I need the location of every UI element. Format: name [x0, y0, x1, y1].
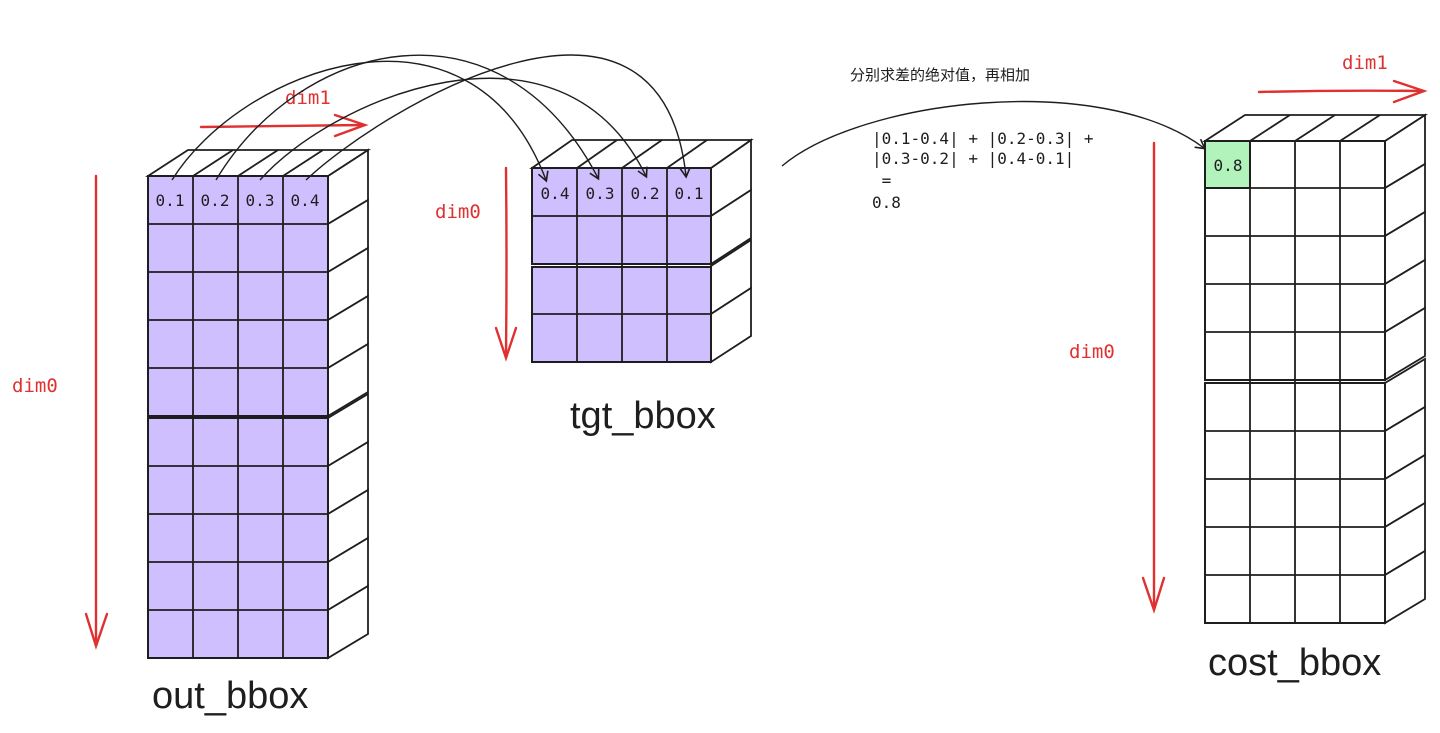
cost-bbox-dim1-arrow [1257, 79, 1428, 104]
mapping-arrows [171, 54, 691, 183]
cost-bbox-side-face [1384, 113, 1426, 625]
tgt-bbox-cell-2: 0.2 [631, 184, 660, 203]
mapping-arrow-3 [259, 77, 648, 181]
formula-line-2: |0.3-0.2| + |0.4-0.1| [872, 149, 1074, 168]
tgt-bbox-title: tgt_bbox [570, 395, 716, 437]
result-arrow [781, 100, 1207, 167]
out-bbox-top-divider [237, 149, 279, 177]
tgt-bbox-cell-3: 0.1 [675, 184, 704, 203]
cost-bbox-grid-lines [1205, 141, 1385, 623]
tgt-bbox-cell-0: 0.4 [541, 184, 570, 203]
cost-bbox-dim1-head [1392, 79, 1428, 104]
out-bbox-cell-2: 0.3 [246, 191, 275, 210]
out-bbox-cell-3: 0.4 [291, 191, 320, 210]
formula-line-4: 0.8 [872, 193, 901, 212]
tgt-bbox-top-face [529, 139, 754, 169]
mapping-arrow-1 [171, 60, 549, 183]
cost-bbox-dim0-arrow [1141, 141, 1166, 614]
cost-bbox-title: cost_bbox [1208, 642, 1381, 684]
tgt-bbox-dim0-label: dim0 [435, 201, 481, 223]
out-bbox-dim0-head [84, 612, 109, 650]
tgt-bbox-top-divider [576, 139, 618, 169]
mapping-arrow-4 [305, 54, 691, 181]
out-bbox-title: out_bbox [152, 675, 308, 717]
out-bbox-dim1-shaft [199, 123, 366, 129]
out-bbox-grid-lines [148, 176, 328, 658]
out-bbox-dim0-label: dim0 [12, 375, 58, 397]
cost-bbox-dim1-shaft [1257, 89, 1425, 94]
tgt-bbox-dim0-arrow [494, 166, 518, 362]
cost-bbox-dim0-head [1141, 576, 1166, 614]
tgt-bbox-grid-lines [532, 168, 711, 362]
cost-bbox-cell-0: 0.8 [1214, 156, 1243, 175]
out-bbox-top-divider [192, 149, 234, 177]
tgt-bbox-dim0-shaft [504, 166, 508, 358]
cost-bbox-top-divider [1339, 114, 1381, 142]
tgt-bbox-cell-1: 0.3 [586, 184, 615, 203]
tgt-bbox-side-face [710, 138, 752, 364]
out-bbox-dim1-arrow [199, 113, 369, 138]
tgt-bbox-block: 0.4 0.3 0.2 0.1 tgt_bbox [529, 138, 754, 437]
cost-bbox-dim0-shaft [1152, 141, 1156, 610]
tgt-bbox-dim0-head [494, 326, 518, 362]
cost-bbox-top-divider [1294, 114, 1336, 142]
formula-line-3: = [872, 171, 891, 190]
mapping-arrow-2 [215, 54, 600, 181]
out-bbox-cell-1: 0.2 [201, 191, 230, 210]
annotation-formula: |0.1-0.4| + |0.2-0.3| + |0.3-0.2| + |0.4… [872, 129, 1094, 212]
tgt-bbox-top-divider [621, 139, 663, 169]
cost-bbox-block: 0.8 cost_bbox [1201, 113, 1429, 684]
out-bbox-dim1-label: dim1 [285, 87, 331, 109]
out-bbox-cell-0: 0.1 [156, 191, 185, 210]
out-bbox-side-face [327, 148, 369, 660]
out-bbox-dim0-shaft [94, 174, 98, 646]
out-bbox-dim1-head [333, 113, 369, 138]
tgt-bbox-top-divider [666, 139, 708, 169]
cost-bbox-dim0-label: dim0 [1069, 341, 1115, 363]
cost-bbox-dim1-label: dim1 [1342, 52, 1388, 74]
out-bbox-dim0-arrow [84, 174, 109, 650]
formula-line-1: |0.1-0.4| + |0.2-0.3| + [872, 129, 1094, 148]
cost-bbox-top-divider [1249, 114, 1291, 142]
out-bbox-top-divider [282, 149, 324, 177]
cost-bbox-result-cell [1204, 140, 1251, 189]
cost-bbox-top-face [1201, 114, 1429, 142]
out-bbox-block: 0.1 0.2 0.3 0.4 out_bbox [144, 148, 372, 717]
annotation-note: 分别求差的绝对值，再相加 [850, 66, 1030, 84]
out-bbox-top-face [144, 149, 372, 177]
